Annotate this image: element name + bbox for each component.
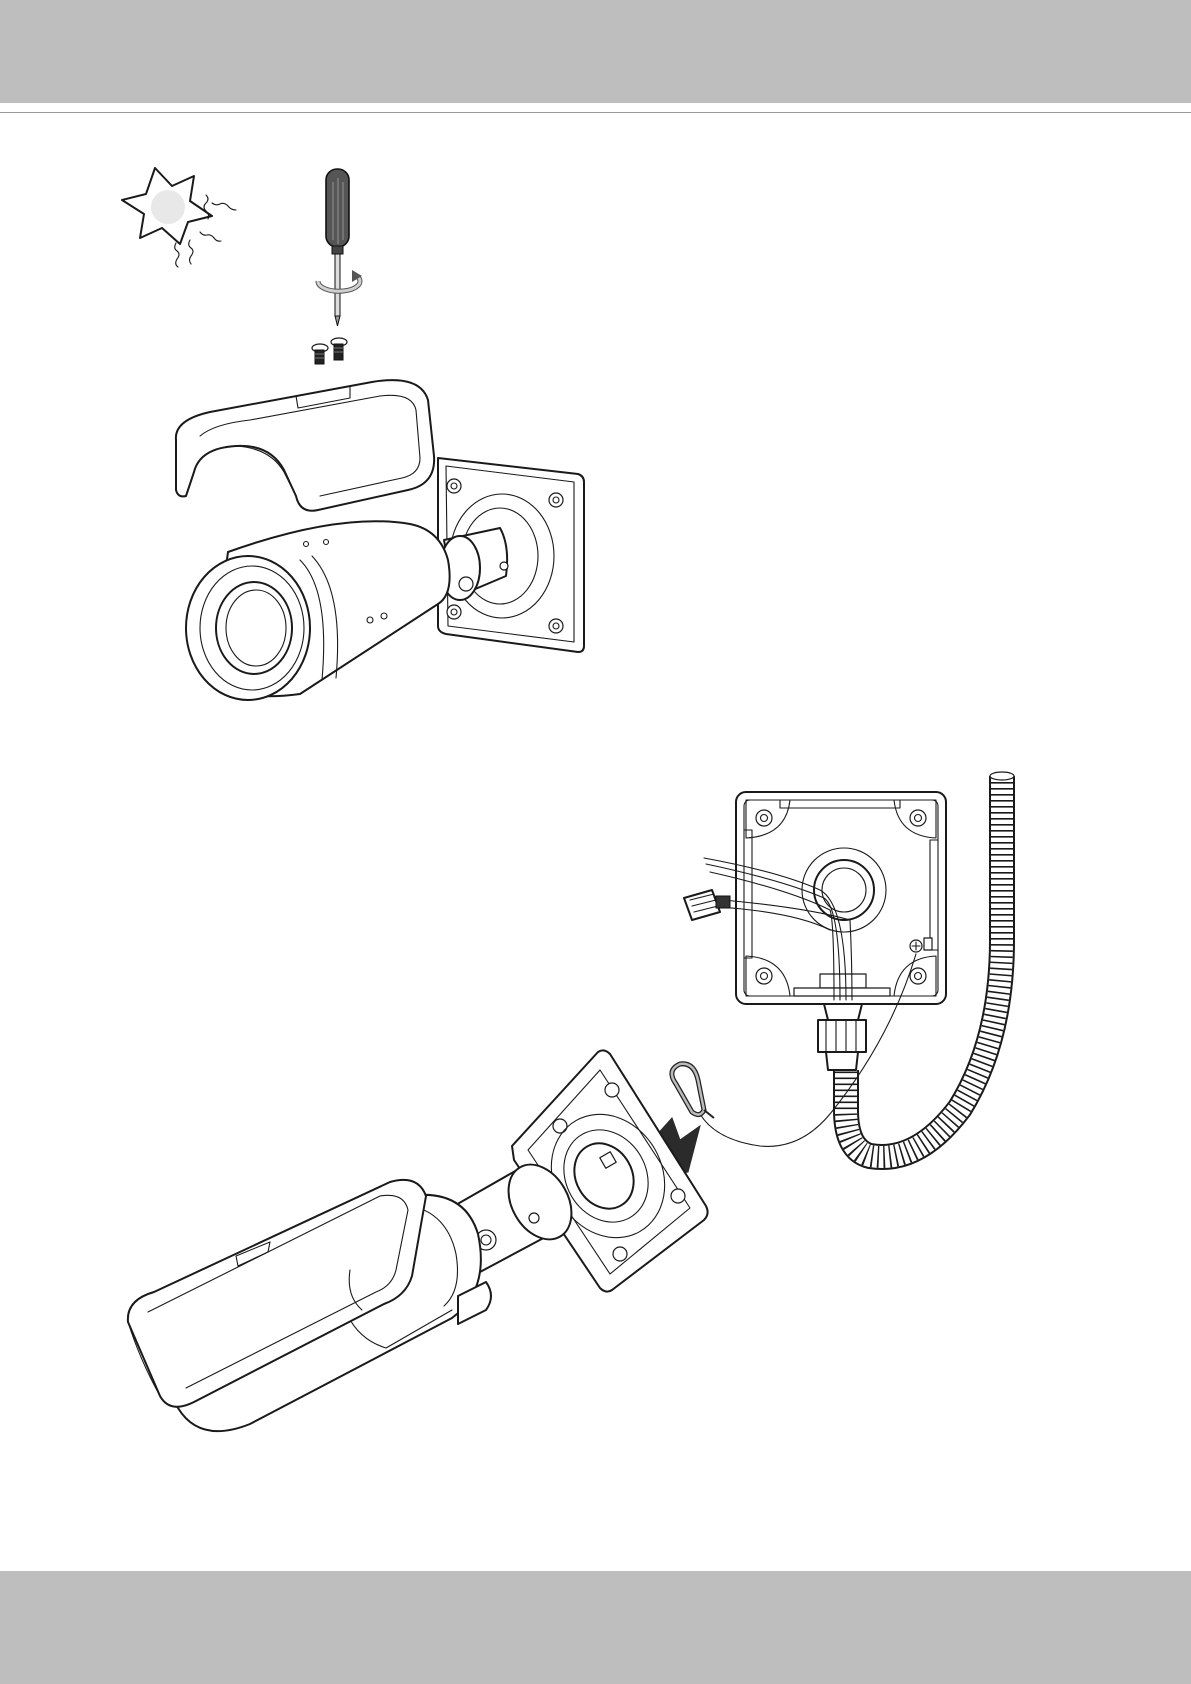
junction-box-illustration xyxy=(684,792,946,1146)
safety-hook-icon xyxy=(672,1064,714,1118)
camera-on-mount-illustration xyxy=(128,1050,708,1431)
